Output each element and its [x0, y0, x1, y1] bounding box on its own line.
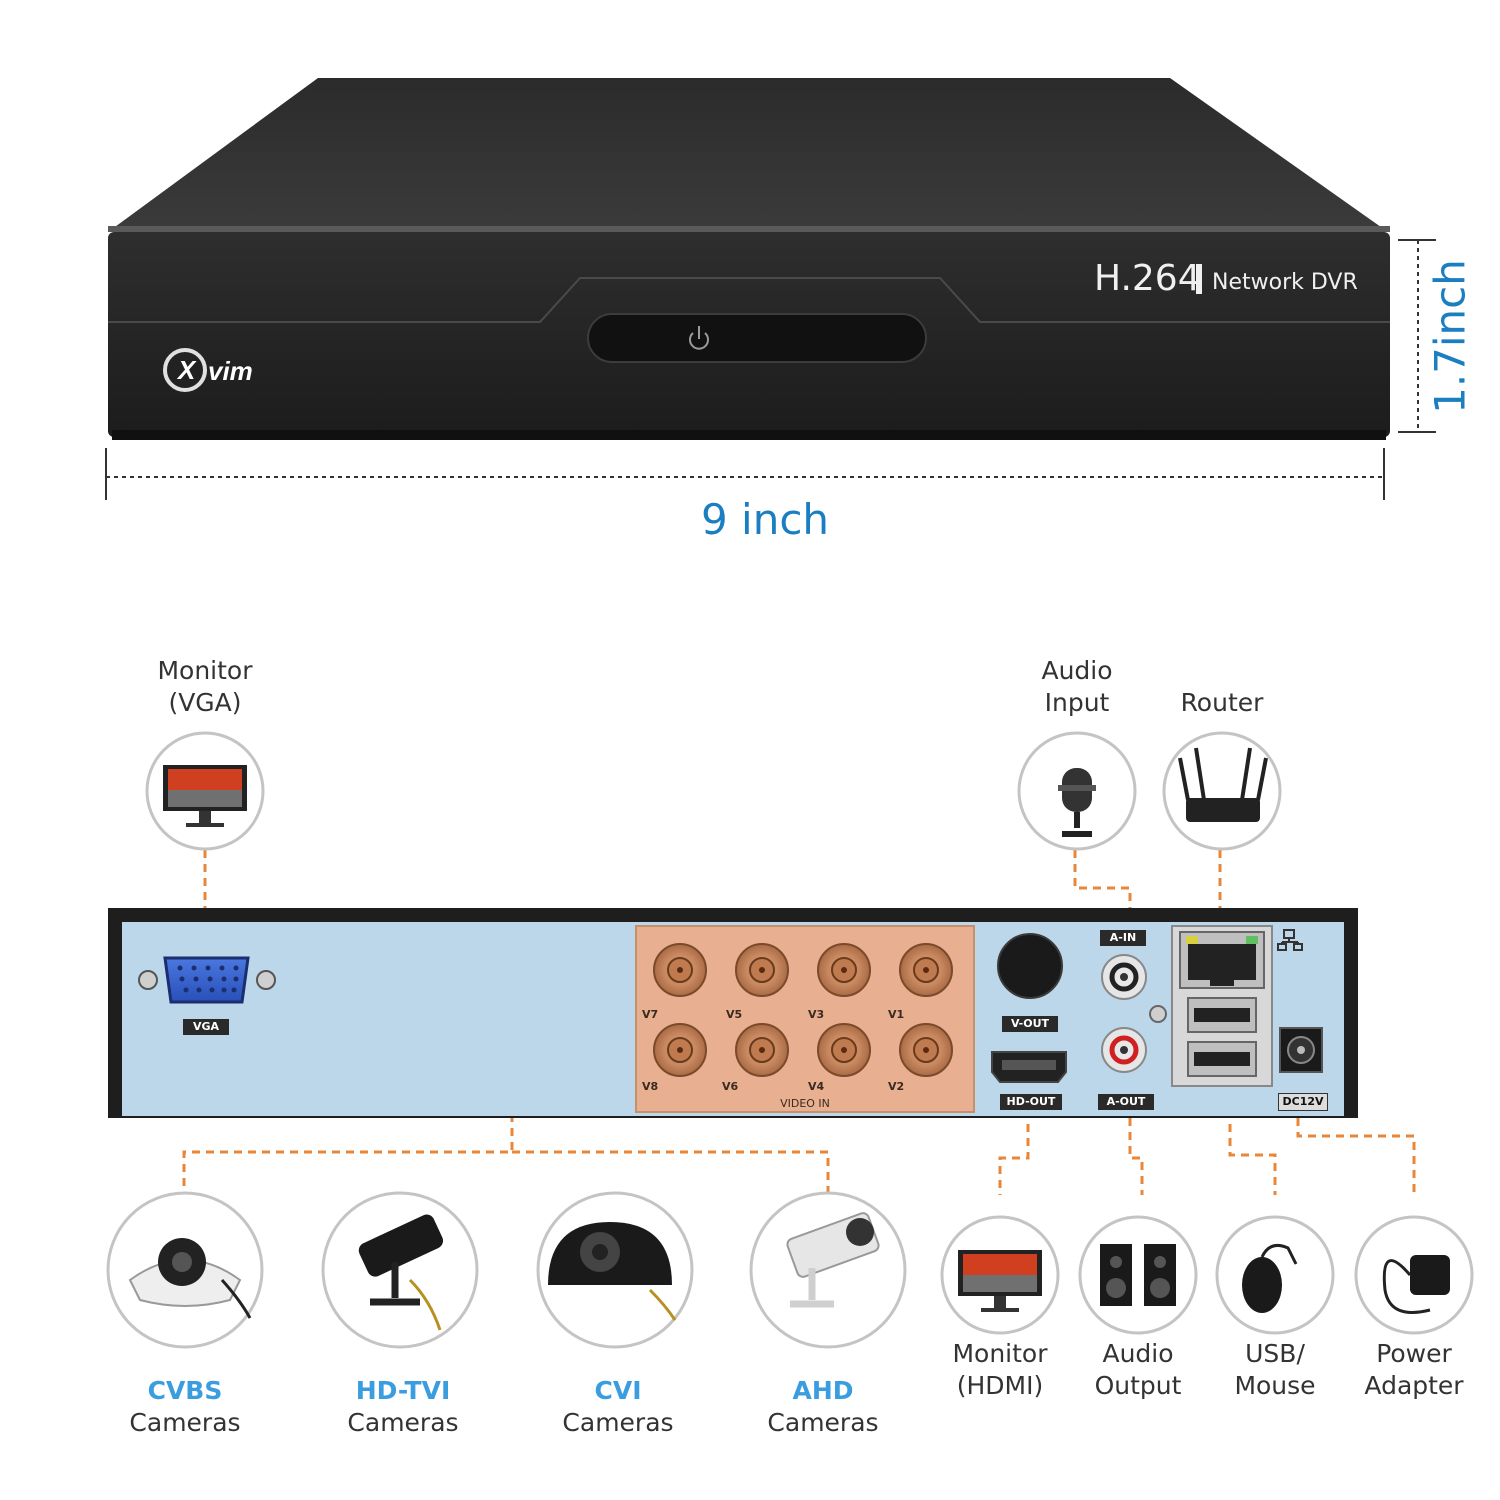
- codec-divider: [1196, 264, 1202, 294]
- channel-v5: V5: [726, 1008, 743, 1021]
- microphone-icon: [1058, 768, 1096, 837]
- monitor-vga-label: Monitor (VGA): [157, 656, 253, 717]
- a-out-port-label: A-OUT: [1098, 1094, 1154, 1110]
- speakers-icon: [1100, 1244, 1176, 1306]
- hdtvi-camera-icon: [358, 1214, 444, 1331]
- hdtvi-camera-label: HD-TVI Cameras: [347, 1376, 459, 1437]
- v-out-port-label: V-OUT: [1002, 1016, 1058, 1032]
- cvi-camera-label: CVI Cameras: [562, 1376, 674, 1437]
- channel-v4: V4: [808, 1080, 825, 1093]
- audio-in-port: [1101, 954, 1147, 1000]
- channel-v3: V3: [808, 1008, 825, 1021]
- bnc-v2: [899, 1023, 953, 1077]
- ethernet-port: [1179, 931, 1265, 989]
- v-out-port: [997, 933, 1063, 999]
- height-label: 1.7inch: [1425, 259, 1475, 414]
- channel-v6: V6: [722, 1080, 739, 1093]
- bnc-connectors: [653, 943, 953, 1077]
- dvr-front-view: X: [108, 78, 1390, 440]
- network-icon: [1277, 929, 1303, 951]
- channel-v7: V7: [642, 1008, 659, 1021]
- bnc-v8: [653, 1023, 707, 1077]
- audio-output-label: Audio Output: [1094, 1339, 1182, 1400]
- xvim-logo: X: [163, 348, 207, 392]
- hd-out-port-label: HD-OUT: [1000, 1094, 1062, 1110]
- channel-v2: V2: [888, 1080, 905, 1093]
- vga-port-label: VGA: [183, 1019, 229, 1035]
- dc12v-port-label: DC12V: [1278, 1093, 1328, 1111]
- bnc-v3: [817, 943, 871, 997]
- power-adapter-icon: [1382, 1255, 1450, 1314]
- cvbs-camera-label: CVBS Cameras: [129, 1376, 241, 1437]
- audio-input-label: Audio Input: [1041, 656, 1113, 717]
- cvbs-camera-icon: [128, 1238, 252, 1319]
- svg-text:X: X: [176, 355, 197, 385]
- audio-out-port: [1101, 1027, 1147, 1073]
- bnc-v1: [899, 943, 953, 997]
- router-label: Router: [1180, 688, 1264, 717]
- a-in-port-label: A-IN: [1100, 930, 1146, 946]
- device-circles: [106, 731, 1474, 1349]
- usb-ports: [1187, 997, 1257, 1077]
- width-dimension: [105, 448, 1385, 500]
- usb-mouse-label: USB/ Mouse: [1234, 1339, 1316, 1400]
- monitor-vga-icon: [163, 765, 247, 827]
- channel-v8: V8: [642, 1080, 659, 1093]
- bnc-v5: [735, 943, 789, 997]
- monitor-hdmi-icon: [958, 1250, 1042, 1312]
- ahd-camera-icon: [786, 1212, 880, 1308]
- hdmi-port: [991, 1051, 1067, 1083]
- dc-power-port: [1279, 1027, 1323, 1073]
- height-dimension: [1398, 239, 1436, 433]
- mouse-icon: [1242, 1244, 1298, 1313]
- brand-logo-text: vim: [208, 356, 253, 386]
- vga-port: [138, 956, 276, 1004]
- dvr-rear-panel: [108, 908, 1358, 1118]
- codec-text: H.264: [1094, 258, 1201, 299]
- power-adapter-label: Power Adapter: [1364, 1339, 1464, 1400]
- power-icon: [689, 326, 709, 350]
- bnc-v4: [817, 1023, 871, 1077]
- video-in-label: VIDEO IN: [780, 1097, 830, 1110]
- monitor-hdmi-label: Monitor (HDMI): [952, 1339, 1048, 1400]
- product-type-label: Network DVR: [1212, 270, 1358, 295]
- width-label: 9 inch: [700, 495, 830, 544]
- codec-label: H.264: [1094, 258, 1201, 299]
- bnc-v7: [653, 943, 707, 997]
- cvi-camera-icon: [548, 1222, 677, 1321]
- ahd-camera-label: AHD Cameras: [767, 1376, 879, 1437]
- channel-v1: V1: [888, 1008, 905, 1021]
- bnc-v6: [735, 1023, 789, 1077]
- router-icon: [1178, 747, 1268, 822]
